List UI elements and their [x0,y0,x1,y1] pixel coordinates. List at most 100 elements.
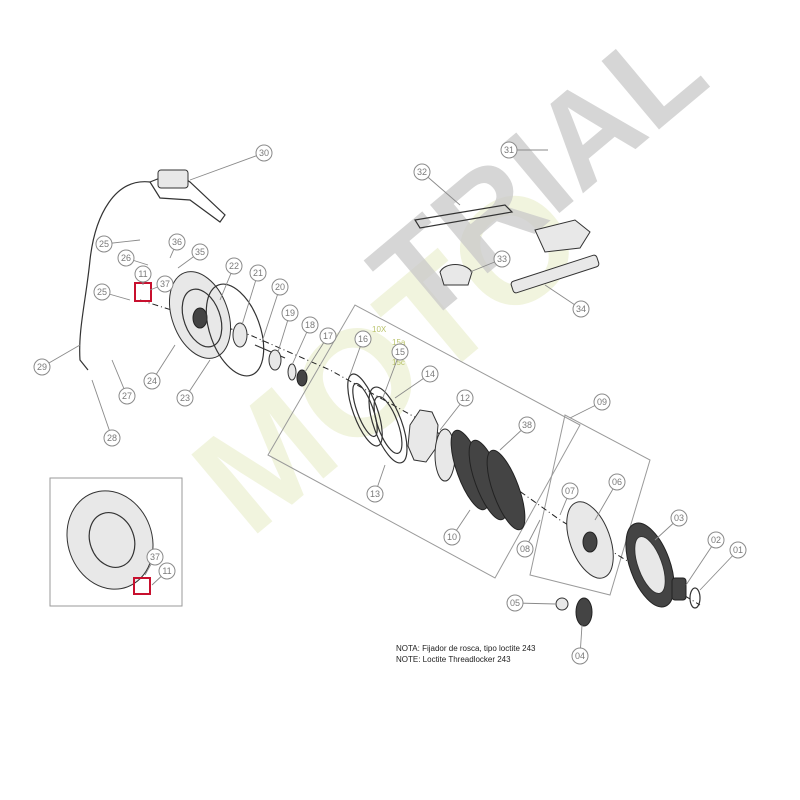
callout-c33: 33 [493,250,511,268]
callout-c07: 07 [561,482,579,500]
callout-circle [33,358,51,376]
frame-cover-detail [49,477,183,607]
spring-kit-34 [510,254,600,294]
gasket-ring [205,283,265,377]
callout-label: 07 [565,486,575,496]
callout-circle [176,389,194,407]
leader-c01 [699,549,739,591]
callout-c31: 31 [500,141,518,159]
assembly-axis [139,299,701,606]
callout-c22: 22 [225,257,243,275]
callout-c11b: 11 [158,562,176,580]
callout-circle [191,243,209,261]
callout-c26: 26 [117,249,135,267]
callout-c24: 24 [143,372,161,390]
callout-c35: 35 [191,243,209,261]
spring-plate [368,386,408,464]
spring-plate-inner [373,396,403,454]
thrust-washer-ring [689,587,701,609]
callout-circle [493,250,511,268]
callout-label: 38 [522,420,532,430]
callout-label: 21 [253,268,263,278]
rod-components [268,349,308,387]
callout-label: 36 [172,237,182,247]
callout-c21: 21 [249,264,267,282]
leader-c15 [381,351,401,401]
callout-circle [118,387,136,405]
callout-c29: 29 [33,358,51,376]
actuator-arm-32 [414,204,514,229]
actuator-assembly [414,204,600,294]
clutch-cover [169,271,231,359]
group-frames [49,304,651,607]
callout-circle [391,343,409,361]
callout-label: 09 [597,397,607,407]
small-gear [555,597,593,627]
callout-circle [608,473,626,491]
pressure-plate [347,373,383,447]
callout-label: 34 [576,304,586,314]
callout-label: 16 [358,334,368,344]
callout-circle [500,141,518,159]
callout-circle [516,540,534,558]
clutch-master-cylinder [79,169,226,371]
callout-circle [319,327,337,345]
callout-label: 11 [138,269,147,279]
callout-circle [443,528,461,546]
highlight-box-upper [134,282,152,302]
leader-c28 [91,379,113,439]
callout-c14: 14 [421,365,439,383]
callout-circle [421,365,439,383]
callout-c32: 32 [413,163,431,181]
callout-circle [225,257,243,275]
callout-label: 35 [195,247,205,257]
callout-c37b: 37 [146,548,164,566]
sub-15a: 15a [392,338,406,347]
notes: NOTA: Fijador de rosca, tipo loctite 243… [396,644,536,664]
washer-18 [287,363,297,381]
callout-label: 20 [275,282,285,292]
callout-c17: 17 [319,327,337,345]
callout-label: 25 [97,287,107,297]
pressure-plate-inner [352,382,378,438]
callout-c25a: 25 [95,235,113,253]
callout-label: 08 [520,544,530,554]
callout-circle [93,283,111,301]
callout-circle [158,562,176,580]
callout-label: 18 [305,320,315,330]
callout-c25b: 25 [93,283,111,301]
callout-circle [117,249,135,267]
callout-label: 06 [612,477,622,487]
callout-circle [413,163,431,181]
callout-c34: 34 [572,300,590,318]
callout-c37a: 37 [156,275,174,293]
callout-c18: 18 [301,316,319,334]
callout-label: 19 [285,308,295,318]
cover-detail-body [66,490,154,590]
callout-label: 33 [497,254,507,264]
callout-c05: 05 [506,594,524,612]
needle-bearing-body [671,577,687,601]
callout-c23: 23 [176,389,194,407]
callout-circle [354,330,372,348]
callout-label: 10 [447,532,457,542]
callout-c36: 36 [168,233,186,251]
callout-c02: 02 [707,531,725,549]
callout-label: 37 [150,552,160,562]
cover-detail-inner [88,512,136,568]
bearing-17 [296,369,308,387]
pressure-plate-ring [347,373,383,447]
callout-c20: 20 [271,278,289,296]
callout-c12: 12 [456,389,474,407]
frame-clutch-basket [529,414,651,596]
callout-markers: 0102030405060708091011111213141516171819… [33,141,747,665]
callout-circle [593,393,611,411]
callout-label: 02 [711,535,721,545]
callout-label: 32 [417,167,427,177]
callout-label: 24 [147,376,157,386]
callout-label: 37 [160,279,170,289]
small-gear-body [575,597,593,627]
cover-hub [192,307,208,329]
callout-label: 05 [510,598,520,608]
